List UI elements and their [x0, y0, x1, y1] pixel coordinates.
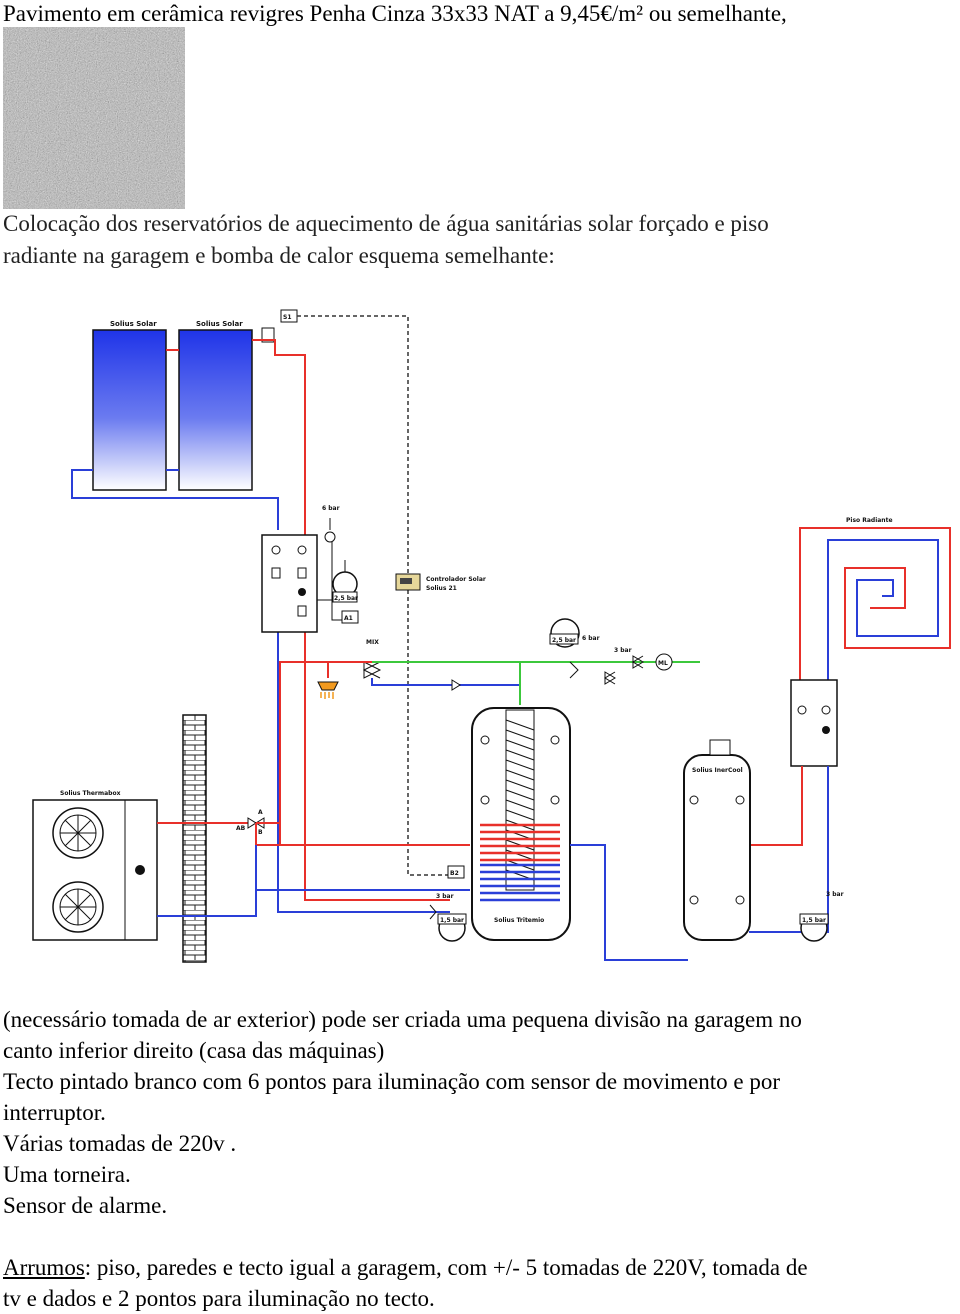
solar-pump-station [261, 534, 318, 633]
machine-room-line-1: (necessário tomada de ar exterior) pode … [3, 1007, 802, 1032]
bar-3-br-label: 3 bar [826, 891, 844, 898]
solar-controller: Controlador Solar Solius 21 [395, 573, 486, 592]
valve-b-label: B [258, 829, 263, 836]
main-storage-tank: Solius Tritemio [471, 707, 571, 941]
tile-description: Pavimento em cerâmica revigres Penha Cin… [3, 1, 787, 26]
valve-a-label: A [258, 809, 263, 816]
heating-section-line-1: Colocação dos reservatórios de aquecimen… [3, 211, 769, 236]
tank-inercool-label: Solius InerCool [692, 767, 743, 774]
valve-ab-label: AB [236, 825, 246, 832]
bar-25-left-label: 2,5 bar [334, 595, 358, 602]
storage-line-1: Arrumos: piso, paredes e tecto igual a g… [3, 1252, 808, 1283]
bar-3-bl-label: 3 bar [436, 893, 454, 900]
machine-room-line-5: Várias tomadas de 220v . [3, 1131, 237, 1156]
meter-label: ML [658, 660, 668, 667]
floor-heating-label: Piso Radiante [846, 517, 893, 524]
machine-room-line-6: Uma torneira. [3, 1162, 131, 1187]
solar-panel-2 [178, 329, 253, 491]
storage-line-2: tv e dados e 2 pontos para iluminação no… [3, 1286, 435, 1311]
bar-3-right-label: 3 bar [614, 647, 632, 654]
bar-15-bl-label: 1,5 bar [440, 917, 464, 924]
inercool-tank: Solius InerCool [683, 739, 751, 941]
storage-heading: Arrumos [3, 1255, 85, 1280]
bar-15-br-label: 1,5 bar [802, 917, 826, 924]
controller-label-2: Solius 21 [426, 585, 457, 592]
panel-label-1: Solius Solar [110, 320, 157, 328]
machine-room-line-3: Tecto pintado branco com 6 pontos para i… [3, 1069, 780, 1094]
sensor-s1-label: S1 [283, 314, 292, 321]
heat-pump-label: Solius Thermabox [60, 790, 121, 797]
machine-room-line-2: canto inferior direito (casa das máquina… [3, 1038, 385, 1063]
sensor-b2-label: B2 [450, 870, 459, 877]
tank-main-label: Solius Tritemio [494, 917, 544, 924]
machine-room-line-7: Sensor de alarme. [3, 1193, 168, 1218]
solar-panel-1 [92, 329, 167, 491]
machine-room-line-4: interruptor. [3, 1100, 106, 1125]
bar-6-right-label: 6 bar [582, 635, 600, 642]
bar-6-top-label: 6 bar [322, 505, 340, 512]
solar-panels: Solius Solar Solius Solar [92, 320, 253, 491]
sensor-a1-label: A1 [344, 615, 353, 622]
storage-line-1-rest: : piso, paredes e tecto igual a garagem,… [84, 1255, 808, 1280]
heat-pump-unit: Solius Thermabox [32, 790, 158, 941]
heating-section-line-2: radiante na garagem e bomba de calor esq… [3, 243, 555, 268]
controller-label-1: Controlador Solar [426, 576, 486, 583]
panel-label-2: Solius Solar [196, 320, 243, 328]
ceramic-tile-sample [3, 27, 185, 209]
mix-valve-label: MIX [366, 639, 379, 646]
heating-schematic-diagram: Solius Solar Solius Solar S1 6 bar 2,5 b… [32, 309, 951, 963]
brick-wall [182, 714, 207, 963]
bar-25-right-label: 2,5 bar [552, 637, 576, 644]
